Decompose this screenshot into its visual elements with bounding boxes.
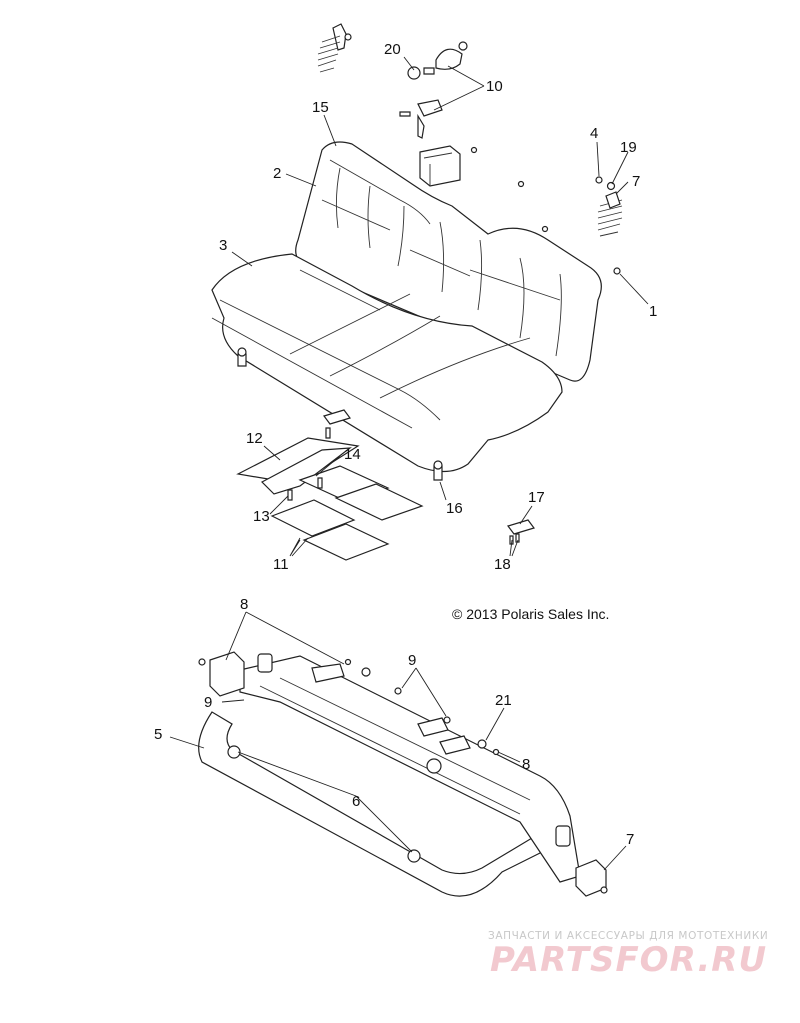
callout-13: 13 xyxy=(253,508,270,525)
screws-13 xyxy=(287,477,323,501)
pin-left xyxy=(237,347,247,367)
callout-2: 2 xyxy=(273,165,281,182)
callout-11: 11 xyxy=(273,556,289,573)
buckles-21 xyxy=(394,687,500,756)
clip-center xyxy=(323,409,351,439)
tab-17 xyxy=(507,519,535,545)
callout-10: 10 xyxy=(486,78,503,95)
buckle-8-left xyxy=(198,651,245,697)
pad-set-14 xyxy=(298,465,424,521)
buckle-center xyxy=(419,145,461,187)
callout-3: 3 xyxy=(219,237,227,254)
bracket-10 xyxy=(435,41,468,70)
callout-8-top: 8 xyxy=(240,596,248,613)
seat-cushion xyxy=(211,253,563,473)
callout-5: 5 xyxy=(154,726,162,743)
callout-21: 21 xyxy=(495,692,512,709)
buckle-8-right xyxy=(311,658,371,683)
callout-19: 19 xyxy=(620,139,637,156)
pad-set-11 xyxy=(270,499,390,561)
leader-lines xyxy=(169,56,649,871)
callout-15: 15 xyxy=(312,99,329,116)
spring-right xyxy=(595,176,623,237)
bolt-10-a xyxy=(407,66,435,80)
callout-16: 16 xyxy=(446,500,463,517)
callout-17: 17 xyxy=(528,489,545,506)
callout-20: 20 xyxy=(384,41,401,58)
watermark-logo: PARTSFOR.RU xyxy=(490,940,768,980)
callout-12: 12 xyxy=(246,430,263,447)
spring-left xyxy=(317,23,352,73)
seat-frame xyxy=(198,653,581,897)
callout-4: 4 xyxy=(590,125,598,142)
callout-9-right: 9 xyxy=(408,652,416,669)
callout-7-top: 7 xyxy=(632,173,640,190)
callout-labels: 20 10 15 2 3 4 19 7 1 12 14 13 16 11 17 … xyxy=(154,41,657,848)
copyright-notice: © 2013 Polaris Sales Inc. xyxy=(452,606,610,622)
callout-7-bottom: 7 xyxy=(626,831,634,848)
callout-1: 1 xyxy=(649,303,657,320)
callout-14: 14 xyxy=(344,446,361,463)
callout-18: 18 xyxy=(494,556,511,573)
callout-9-left: 9 xyxy=(204,694,212,711)
small-fasteners xyxy=(377,146,621,275)
callout-8-right: 8 xyxy=(522,756,530,773)
watermark-tagline: ЗАПЧАСТИ И АКСЕССУАРЫ ДЛЯ МОТОТЕХНИКИ xyxy=(488,930,769,942)
callout-6: 6 xyxy=(352,793,360,810)
latch-7-lower xyxy=(575,859,608,897)
latch-10 xyxy=(399,99,443,139)
cover-panel-12 xyxy=(236,437,360,495)
pin-16 xyxy=(433,460,443,481)
